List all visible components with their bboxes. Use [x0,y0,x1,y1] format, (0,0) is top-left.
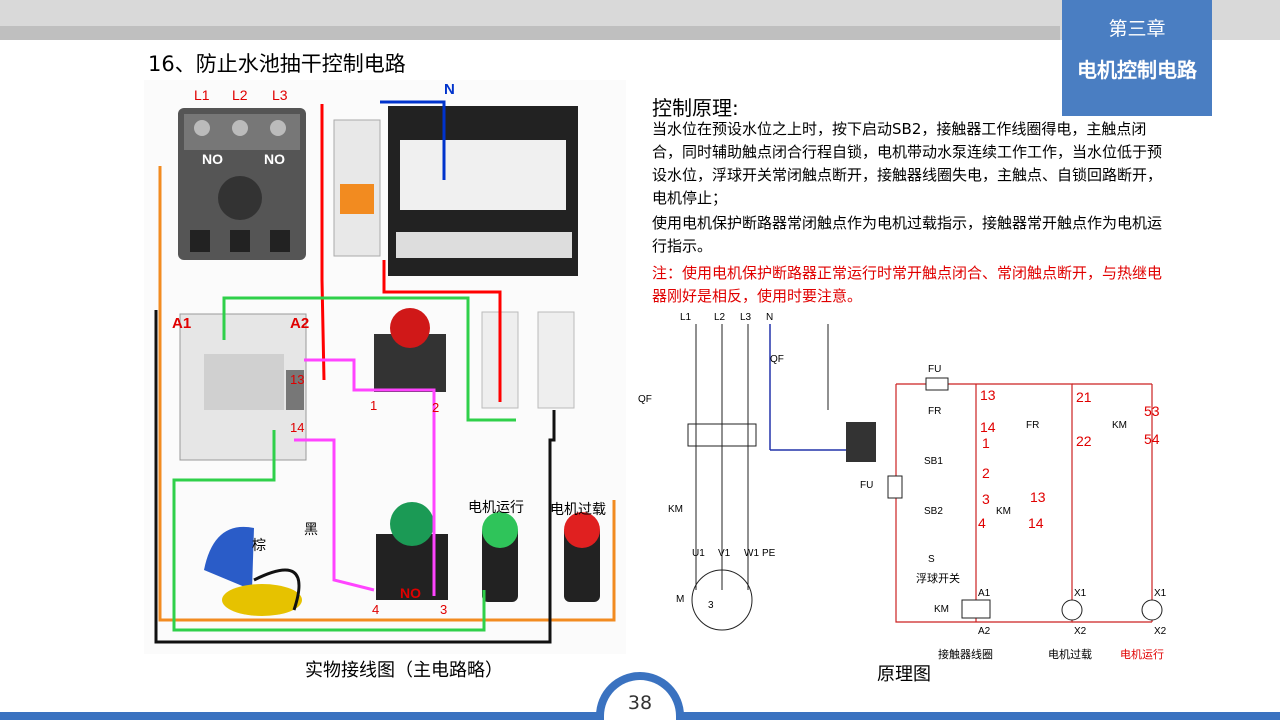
label-no-right: NO [264,151,285,167]
label-overload-lamp: 电机过载 [550,501,606,517]
label-run-lamp: 电机运行 [468,499,524,515]
fuse-2 [537,311,575,409]
chapter-number: 第三章 [1108,18,1166,40]
sch-22: 22 [1076,433,1092,449]
sch-qf: QF [638,394,652,405]
sch-53: 53 [1144,403,1160,419]
label-l2: L2 [232,87,248,103]
sch-2: 2 [982,465,990,481]
sch-14: 14 [980,419,996,435]
sch-km: KM [668,504,683,515]
sch-running: 电机运行 [1120,647,1164,661]
sch-a1: A1 [978,588,991,599]
sch-s: S [928,554,935,565]
label-a2: A2 [290,315,309,332]
sch-km2: KM [996,506,1011,517]
principle-note: 注：使用电机保护断路器正常运行时常开触点闭合、常闭触点断开，与热继电器刚好是相反… [652,264,1163,305]
wiring-diagram-svg: L1 L2 L3 N NO NO A1 A2 13 14 1 2 4 3 NO … [154,81,616,644]
sch-float-switch: 浮球开关 [916,571,960,585]
label-black: 黑 [304,521,318,537]
sch-fu: FU [928,364,941,375]
sch-fr2: FR [1026,420,1039,431]
sch-13: 13 [980,387,996,403]
label-no-left: NO [202,151,223,167]
sch-pe: PE [762,548,776,559]
label-a1: A1 [172,315,191,332]
sch-3: 3 [982,491,990,507]
chapter-subtitle: 电机控制电路 [1077,58,1197,82]
sch-fu2: FU [860,480,873,491]
label-n: N [444,81,455,98]
sch-sb1: SB1 [924,456,943,467]
sch-14b: 14 [1028,515,1044,531]
label-4: 4 [372,602,379,617]
sch-l2: L2 [714,312,726,323]
sch-km3: KM [934,604,949,615]
sch-w1: W1 [744,548,759,559]
float-switch [204,526,254,590]
schematic: L1 L2 L3 N QF QF KM U1 V1 W1 PE M 3 FU F… [632,310,1172,666]
sch-a2: A2 [978,626,991,637]
principle-paragraph-1: 当水位在预设水位之上时，按下启动SB2，接触器工作线圈得电，主触点闭合，同时辅助… [652,120,1163,207]
chapter-badge: 第三章 电机控制电路 [1062,0,1212,116]
sch-coil: 接触器线圈 [938,647,993,661]
sch-1: 1 [982,435,990,451]
label-1: 1 [370,398,377,413]
label-13: 13 [290,372,304,387]
schematic-caption: 原理图 [877,664,931,685]
sch-x2b: X2 [1154,626,1167,637]
wiring-caption: 实物接线图（主电路略） [305,660,503,681]
sch-4: 4 [978,515,986,531]
label-l3: L3 [272,87,288,103]
sch-u1: U1 [692,548,705,559]
sch-m3: 3 [708,600,714,611]
label-3: 3 [440,602,447,617]
sch-overload: 电机过载 [1048,647,1092,661]
sch-x2a: X2 [1074,626,1087,637]
sch-fr: FR [928,406,941,417]
sch-x1b: X1 [1154,588,1167,599]
sch-m: M [676,594,684,605]
principle-paragraph-2: 使用电机保护断路器常闭触点作为电机过载指示，接触器常开触点作为电机运行指示。 [652,214,1163,255]
sch-l1: L1 [680,312,692,323]
sch-x1a: X1 [1074,588,1087,599]
page-number: 38 [627,692,653,714]
label-brown: 棕 [252,537,266,553]
schematic-svg: L1 L2 L3 N QF QF KM U1 V1 W1 PE M 3 FU F… [638,312,1167,661]
label-l1: L1 [194,87,210,103]
top-bar-stripe [0,26,1060,40]
sch-13b: 13 [1030,489,1046,505]
sch-54: 54 [1144,431,1160,447]
sch-sb2: SB2 [924,506,943,517]
wiring-photo: L1 L2 L3 N NO NO A1 A2 13 14 1 2 4 3 NO … [144,80,626,654]
sch-l3: L3 [740,312,752,323]
sch-km4: KM [1112,420,1127,431]
label-14: 14 [290,420,304,435]
label-2: 2 [432,400,439,415]
sch-v1: V1 [718,548,731,559]
slide-title: 16、防止水池抽干控制电路 [148,52,406,76]
sch-qf2: QF [770,354,784,365]
sch-21: 21 [1076,389,1092,405]
sch-n: N [766,312,773,323]
label-no-button: NO [400,585,421,601]
principle-heading: 控制原理: [652,96,739,120]
